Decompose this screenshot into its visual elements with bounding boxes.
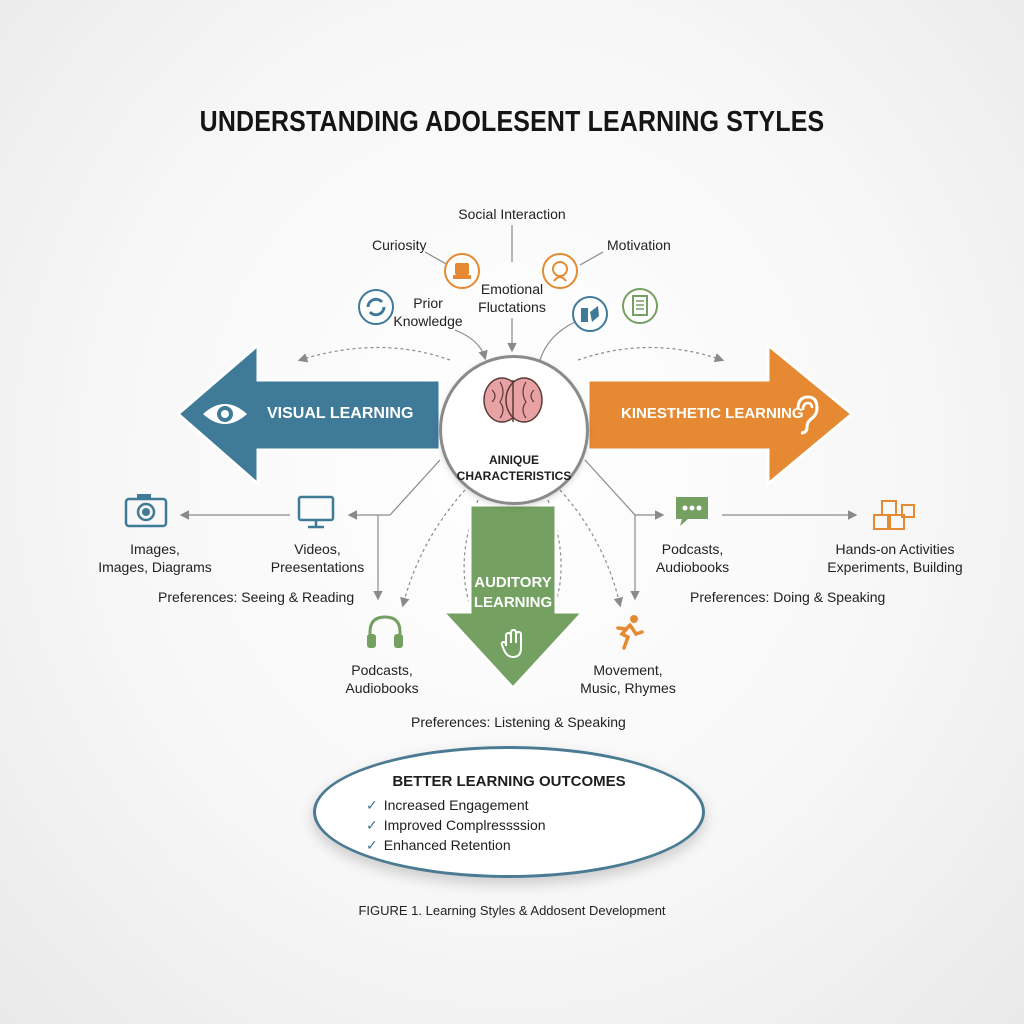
page-title: UNDERSTANDING ADOLESENT LEARNING STYLES bbox=[199, 106, 825, 138]
puzzle-icon bbox=[444, 253, 480, 289]
hand-book-icon bbox=[572, 296, 608, 332]
auditory-item-podcasts: Podcasts, Audiobooks bbox=[345, 662, 419, 696]
figure-caption: FIGURE 1. Learning Styles & Addosent Dev… bbox=[358, 903, 666, 918]
outcomes-list: ✓Increased Engagement ✓Improved Complres… bbox=[366, 795, 546, 855]
factor-curiosity: Curiosity bbox=[372, 237, 427, 253]
factor-motivation: Motivation bbox=[607, 237, 671, 253]
visual-preferences: Preferences: Seeing & Reading bbox=[158, 589, 355, 605]
visual-item-images: Images, Images, Diagrams bbox=[98, 541, 212, 575]
auditory-preferences: Preferences: Listening & Speaking bbox=[411, 714, 626, 730]
check-icon: ✓ bbox=[366, 817, 378, 833]
check-icon: ✓ bbox=[366, 837, 378, 853]
kinesthetic-arrow bbox=[586, 341, 855, 488]
running-person-icon bbox=[616, 615, 644, 650]
ear-icon bbox=[796, 395, 819, 435]
kinesthetic-item-hands-on: Hands-on Activities Experiments, Buildin… bbox=[827, 541, 963, 575]
center-circle bbox=[439, 355, 589, 505]
hand-icon bbox=[500, 628, 522, 659]
kinesthetic-preferences: Preferences: Doing & Speaking bbox=[690, 589, 886, 605]
kinesthetic-item-podcasts: Podcasts, Audiobooks bbox=[655, 541, 730, 575]
outcome-item: ✓Enhanced Retention bbox=[366, 837, 511, 853]
kinesthetic-learning-label: KINESTHETIC LEARNING bbox=[621, 405, 804, 422]
outcomes-title: BETTER LEARNING OUTCOMES bbox=[392, 773, 626, 790]
visual-arrow bbox=[175, 341, 442, 488]
camera-icon bbox=[124, 494, 168, 528]
auditory-arrow bbox=[439, 503, 587, 691]
outcomes-oval bbox=[313, 746, 705, 878]
auditory-learning-label: AUDITORY LEARNING bbox=[473, 574, 553, 611]
checklist-icon bbox=[622, 288, 658, 324]
center-label: AINIQUE CHARACTERISTICS bbox=[456, 453, 572, 483]
factor-prior-knowledge: Prior Knowledge bbox=[393, 295, 463, 329]
cycle-icon bbox=[358, 289, 394, 325]
check-icon: ✓ bbox=[366, 797, 378, 813]
chat-bubble-icon bbox=[676, 497, 708, 526]
brain-icon bbox=[483, 377, 543, 423]
blocks-icon bbox=[873, 500, 915, 530]
factor-emotional-fluctations: Emotional Fluctations bbox=[478, 281, 546, 315]
eye-icon bbox=[203, 404, 247, 424]
visual-item-videos: Videos, Preesentations bbox=[270, 541, 365, 575]
head-gear-icon bbox=[542, 253, 578, 289]
monitor-icon bbox=[297, 495, 335, 529]
outcome-item: ✓Increased Engagement bbox=[366, 797, 529, 813]
headphones-icon bbox=[367, 615, 403, 648]
visual-learning-label: VISUAL LEARNING bbox=[267, 405, 414, 422]
factor-social-interaction: Social Interaction bbox=[458, 206, 566, 222]
outcome-item: ✓Improved Complressssion bbox=[366, 817, 546, 833]
auditory-item-movement: Movement, Music, Rhymes bbox=[580, 662, 676, 696]
